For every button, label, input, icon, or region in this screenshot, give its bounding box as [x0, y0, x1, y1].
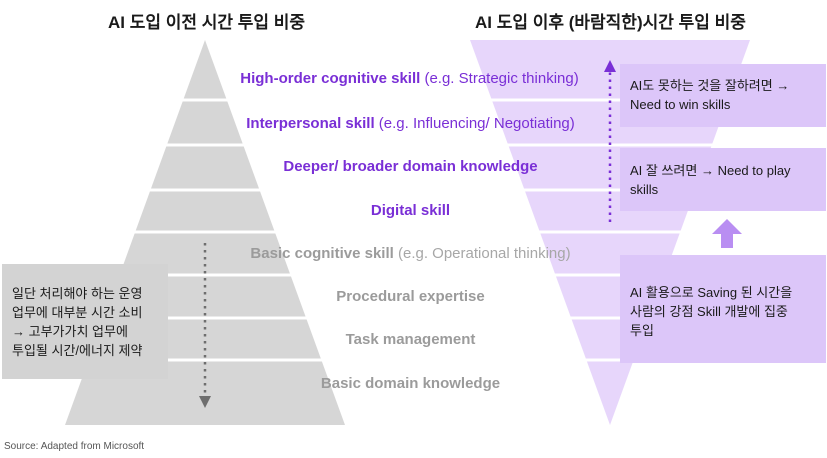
box-line: AI 잘 쓰려면 → Need to play — [630, 163, 791, 178]
box-line: AI도 못하는 것을 잘하려면 → — [630, 78, 790, 93]
level-main-label: High-order cognitive skill — [240, 70, 421, 87]
right-title: AI 도입 이후 (바람직한)시간 투입 비중 — [475, 13, 746, 32]
note-line: 투입될 시간/에너지 제약 — [12, 343, 143, 358]
note-line: 일단 처리해야 하는 운영 — [12, 286, 143, 301]
source-note: Source: Adapted from Microsoft — [4, 441, 145, 452]
level-main-label: Task management — [345, 331, 476, 348]
right-mid-box: AI 잘 쓰려면 → Need to play skills — [620, 148, 826, 211]
level-domain-knowledge: Deeper/ broader domain knowledge — [0, 158, 827, 176]
level-procedural-expertise: Procedural expertise — [0, 288, 827, 306]
level-sub-label: (e.g. Operational thinking) — [393, 245, 571, 262]
right-bottom-box: AI 활용으로 Saving 된 시간을 사람의 강점 Skill 개발에 집중… — [620, 255, 826, 363]
box-line: skills — [630, 182, 659, 197]
left-title: AI 도입 이전 시간 투입 비중 — [108, 13, 306, 32]
level-basic-cognitive-skill: Basic cognitive skill (e.g. Operational … — [0, 245, 827, 263]
box-line: Need to win skills — [630, 97, 731, 112]
level-main-label: Basic domain knowledge — [320, 375, 501, 392]
box-line: 사람의 강점 Skill 개발에 집중 — [630, 304, 788, 319]
arrow-up-icon — [604, 60, 616, 72]
level-main-label: Interpersonal skill — [246, 115, 375, 132]
left-note-box: 일단 처리해야 하는 운영 업무에 대부분 시간 소비 → 고부가가치 업무에 … — [2, 264, 168, 379]
level-interpersonal-skill: Interpersonal skill (e.g. Influencing/ N… — [0, 115, 827, 133]
level-high-order-cognitive-skill: High-order cognitive skill (e.g. Strateg… — [0, 70, 827, 88]
level-basic-domain-knowledge: Basic domain knowledge — [0, 375, 827, 393]
level-main-label: Basic cognitive skill — [250, 245, 394, 262]
box-line: AI 활용으로 Saving 된 시간을 — [630, 285, 793, 300]
level-task-management: Task management — [0, 331, 827, 349]
box-line: 투입 — [630, 323, 654, 338]
level-digital-skill: Digital skill — [0, 202, 827, 220]
right-top-box: AI도 못하는 것을 잘하려면 → Need to win skills — [620, 64, 826, 127]
level-sub-label: (e.g. Influencing/ Negotiating) — [374, 115, 575, 132]
arrow-down-icon — [199, 396, 211, 408]
block-arrow-up-icon — [712, 219, 742, 248]
note-line: 업무에 대부분 시간 소비 — [12, 305, 143, 320]
level-main-label: Procedural expertise — [336, 288, 485, 305]
level-sub-label: (e.g. Strategic thinking) — [420, 70, 579, 87]
level-main-label: Deeper/ broader domain knowledge — [283, 158, 538, 175]
level-main-label: Digital skill — [370, 202, 451, 219]
note-line: → 고부가가치 업무에 — [12, 324, 128, 339]
